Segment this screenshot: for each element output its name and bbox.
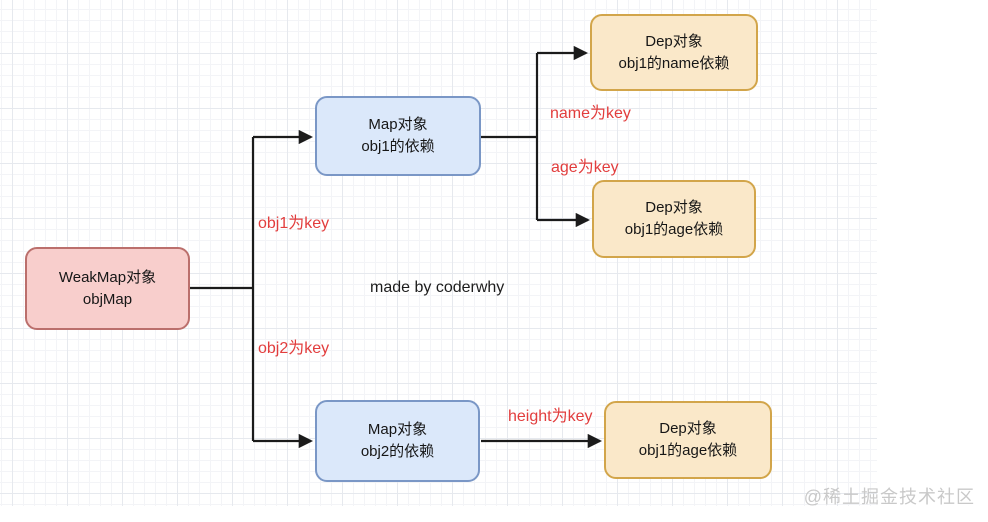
node-dep-name-subtitle: obj1的name依赖 bbox=[618, 54, 730, 72]
edge-label-height-key: height为key bbox=[508, 408, 593, 425]
node-dep-age-title: Dep对象 bbox=[645, 199, 703, 217]
node-dep-age: Dep对象 obj1的age依赖 bbox=[592, 180, 756, 258]
node-map-obj1: Map对象 obj1的依赖 bbox=[315, 96, 481, 176]
edge-label-obj2-key: obj2为key bbox=[258, 340, 330, 357]
node-dep-height: Dep对象 obj1的age依赖 bbox=[604, 401, 772, 479]
watermark: @稀土掘金技术社区 bbox=[803, 487, 975, 507]
edge-label-obj1-key: obj1为key bbox=[258, 215, 330, 232]
edge-label-age-key: age为key bbox=[551, 159, 619, 176]
node-weakmap-subtitle: objMap bbox=[82, 290, 133, 308]
node-dep-height-subtitle: obj1的age依赖 bbox=[638, 442, 738, 459]
node-map-obj2-title: Map对象 bbox=[367, 421, 428, 439]
node-dep-age-subtitle: obj1的age依赖 bbox=[624, 221, 724, 238]
node-map-obj1-title: Map对象 bbox=[368, 116, 428, 134]
node-dep-height-title: Dep对象 bbox=[659, 420, 717, 438]
node-map-obj2: Map对象 obj2的依赖 bbox=[315, 400, 480, 482]
node-weakmap-title: WeakMap对象 bbox=[58, 268, 157, 286]
node-map-obj1-subtitle: obj1的依赖 bbox=[361, 138, 435, 155]
node-dep-name-title: Dep对象 bbox=[645, 32, 703, 50]
node-dep-name: Dep对象 obj1的name依赖 bbox=[590, 14, 758, 91]
node-map-obj2-subtitle: obj2的依赖 bbox=[360, 443, 435, 460]
node-weakmap: WeakMap对象 objMap bbox=[25, 247, 190, 330]
edge-label-name-key: name为key bbox=[550, 105, 631, 122]
author-annotation: made by coderwhy bbox=[370, 279, 505, 296]
